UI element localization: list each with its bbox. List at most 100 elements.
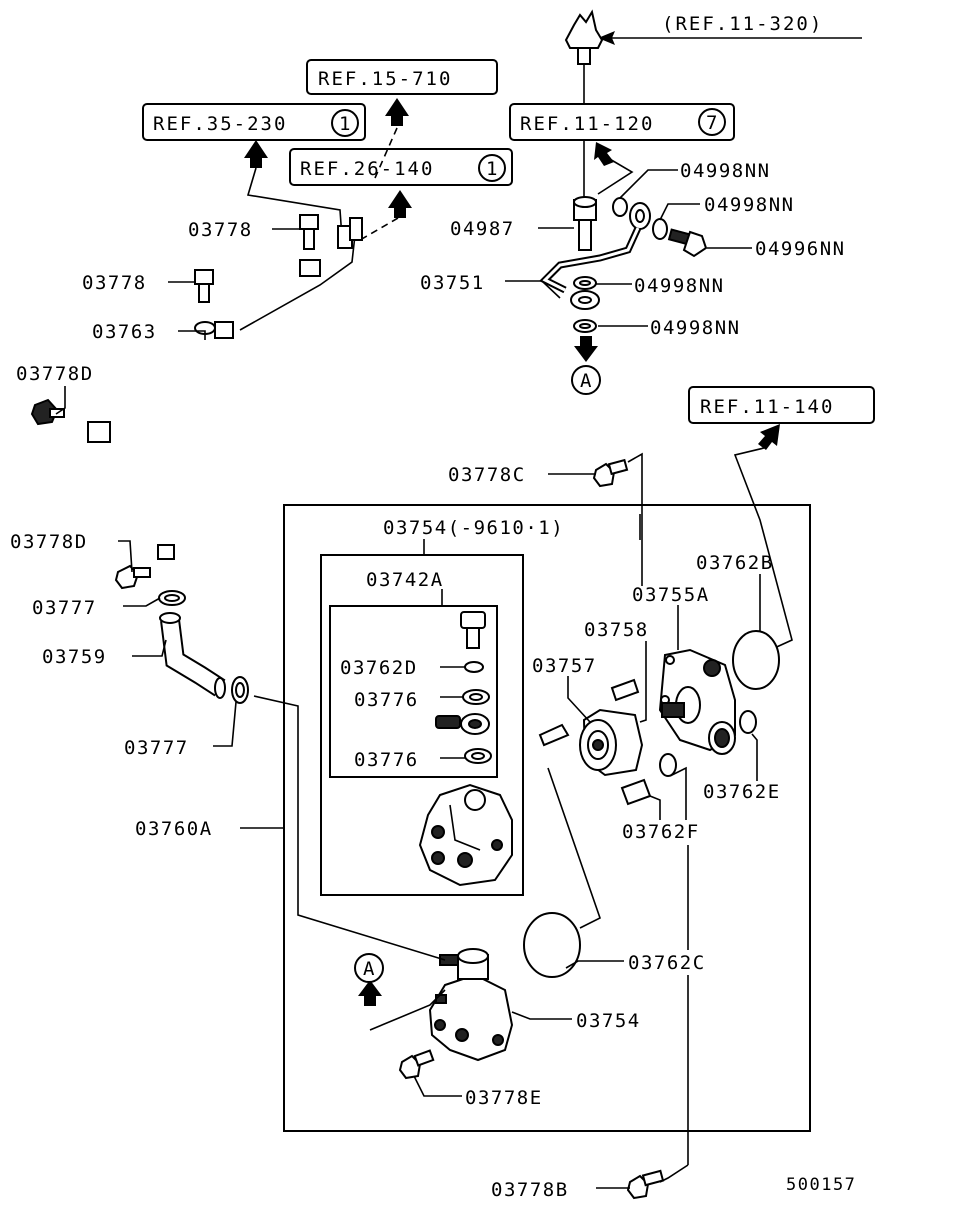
vacuum-pump-03754[interactable] <box>428 948 514 1062</box>
ref-11-120[interactable]: REF.11-120 7 <box>509 103 735 141</box>
part-label-03778b[interactable]: 03778B <box>491 1179 569 1201</box>
ref-11-140[interactable]: REF.11-140 <box>688 386 875 424</box>
ref-26-140-callout-circle <box>478 154 506 182</box>
part-label-03778e[interactable]: 03778E <box>465 1087 543 1109</box>
washer-icon[interactable] <box>462 689 490 705</box>
union-bolt-04987[interactable] <box>573 196 597 251</box>
svg-text:REF.26-140: REF.26-140 <box>300 158 434 180</box>
o-ring-icon[interactable] <box>464 661 484 673</box>
part-label-03762c[interactable]: 03762C <box>628 952 706 974</box>
svg-text:REF.15-710: REF.15-710 <box>318 68 452 90</box>
hose-03759[interactable] <box>159 612 226 699</box>
ref-35-230-callout-circle <box>331 109 359 137</box>
gasket-icon[interactable] <box>612 197 628 217</box>
ref-11-120-callout-circle <box>698 108 726 136</box>
part-label-03762f[interactable]: 03762F <box>622 821 700 843</box>
part-label-04987[interactable]: 04987 <box>450 218 515 240</box>
part-label-03777[interactable]: 03777 <box>124 737 189 759</box>
o-ring-icon[interactable] <box>739 710 757 734</box>
vacuum-pump-body-kit[interactable] <box>418 783 513 887</box>
pipe-end-fitting <box>157 544 175 560</box>
part-label-03754[interactable]: 03754 <box>576 1010 641 1032</box>
part-label-03778c[interactable]: 03778C <box>448 464 526 486</box>
part-label-04998nn[interactable]: 04998NN <box>650 317 741 339</box>
bolt-icon[interactable] <box>460 611 486 649</box>
up-arrow-icon <box>758 424 780 450</box>
o-ring-large-03762c[interactable] <box>523 912 581 978</box>
pump-rotor-housing-03755a[interactable] <box>658 648 736 755</box>
part-label-03758[interactable]: 03758 <box>584 619 649 641</box>
up-arrow-icon <box>388 190 412 218</box>
svg-text:A: A <box>363 958 376 980</box>
part-label-03778[interactable]: 03778 <box>82 272 147 294</box>
o-ring-icon[interactable] <box>659 753 677 777</box>
union-fitting[interactable] <box>435 713 490 735</box>
union-pipe-end[interactable] <box>570 290 600 310</box>
bolt-icon[interactable] <box>626 1169 665 1200</box>
vane-03758[interactable] <box>610 678 640 702</box>
part-label-03763[interactable]: 03763 <box>92 321 157 343</box>
ref-11-320[interactable]: (REF.11-320) <box>598 13 862 45</box>
clamp-03777-lower[interactable] <box>231 676 249 704</box>
ref-15-710[interactable]: REF.15-710 <box>306 59 498 95</box>
bolt-icon[interactable] <box>398 1049 435 1080</box>
o-ring-icon[interactable] <box>732 630 780 690</box>
part-label-03776[interactable]: 03776 <box>354 749 419 771</box>
leader-lines <box>55 169 761 1189</box>
vane-icon[interactable] <box>538 723 570 747</box>
svg-text:REF.11-140: REF.11-140 <box>700 396 834 418</box>
bolt-icon[interactable] <box>114 564 151 590</box>
part-label-03755a[interactable]: 03755A <box>632 584 710 606</box>
oil-pipe-03763[interactable] <box>46 217 363 575</box>
bolt-icon[interactable] <box>592 458 629 488</box>
part-label-04998nn[interactable]: 04998NN <box>680 160 771 182</box>
gasket-icon[interactable] <box>573 276 597 290</box>
part-label-03760a[interactable]: 03760A <box>135 818 213 840</box>
part-label-03776[interactable]: 03776 <box>354 689 419 711</box>
svg-text:1: 1 <box>486 158 499 180</box>
part-label-03759[interactable]: 03759 <box>42 646 107 668</box>
svg-text:A: A <box>580 370 593 392</box>
part-label-03754-kit[interactable]: 03754(-9610·1) <box>383 517 564 539</box>
pipe-bracket <box>299 259 321 277</box>
part-label-03742a[interactable]: 03742A <box>366 569 444 591</box>
part-label-03762b[interactable]: 03762B <box>696 552 774 574</box>
gasket-icon[interactable] <box>573 319 597 333</box>
vacuum-sensor[interactable] <box>564 9 604 65</box>
leader-line <box>359 217 399 241</box>
part-label-03778d[interactable]: 03778D <box>16 363 94 385</box>
part-label-03757[interactable]: 03757 <box>532 655 597 677</box>
ref-35-230[interactable]: REF.35-230 1 <box>142 103 366 141</box>
up-arrow-icon <box>594 142 614 166</box>
part-label-03778[interactable]: 03778 <box>188 219 253 241</box>
leader-line <box>597 157 634 195</box>
up-arrow-icon <box>244 140 268 168</box>
part-label-04996nn[interactable]: 04996NN <box>755 238 846 260</box>
leader-line <box>374 127 398 179</box>
part-label-03778d[interactable]: 03778D <box>10 531 88 553</box>
part-label-03777[interactable]: 03777 <box>32 597 97 619</box>
part-label-04998nn[interactable]: 04998NN <box>704 194 795 216</box>
bolt-icon[interactable] <box>194 269 214 303</box>
clamp-03777-upper[interactable] <box>158 590 186 606</box>
up-arrow-icon <box>385 98 409 126</box>
ref-26-140[interactable]: REF.26-140 1 <box>289 148 513 186</box>
vane-icon[interactable] <box>620 778 652 806</box>
svg-text:1: 1 <box>339 113 352 135</box>
pipe-end-fitting <box>349 217 363 241</box>
rotor-03757[interactable] <box>579 708 644 777</box>
vacuum-pipe-03751[interactable] <box>539 226 642 294</box>
part-label-03762d[interactable]: 03762D <box>340 657 418 679</box>
marker-a-bottom: A <box>354 953 384 983</box>
bolt-icon[interactable] <box>299 214 319 250</box>
part-labels: 03778 03778 03763 03778D 03778D 03777 03… <box>10 160 855 1201</box>
union-pipe-end[interactable] <box>629 202 651 230</box>
washer-icon[interactable] <box>464 748 492 764</box>
bolt-icon[interactable] <box>667 228 708 258</box>
part-label-03762e[interactable]: 03762E <box>703 781 781 803</box>
part-label-04998nn[interactable]: 04998NN <box>634 275 725 297</box>
gasket-icon[interactable] <box>652 218 668 240</box>
pipe-bracket <box>214 321 234 339</box>
bolt-icon[interactable] <box>30 398 65 426</box>
part-label-03751[interactable]: 03751 <box>420 272 485 294</box>
